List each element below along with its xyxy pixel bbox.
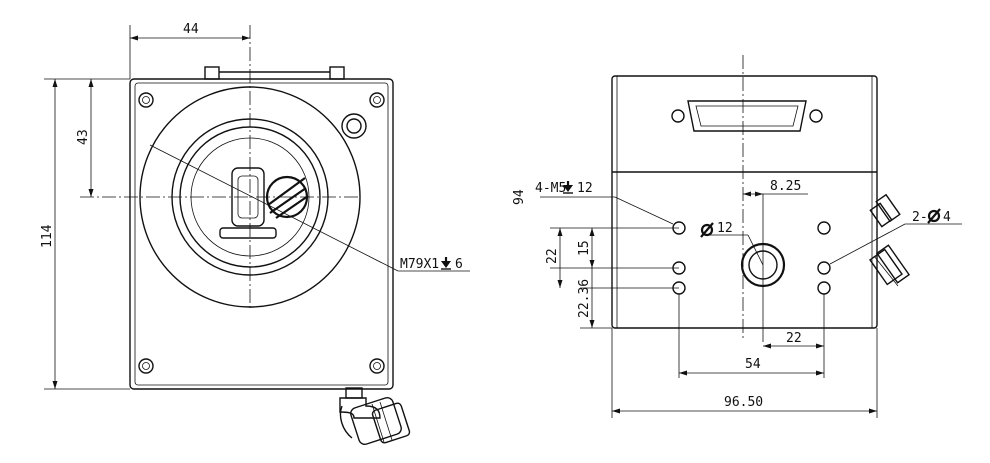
front-body-inner-edge bbox=[134, 82, 389, 386]
front-view: M79X1 6 44 43 114 bbox=[40, 22, 470, 446]
diameter-symbol-icon bbox=[927, 208, 941, 224]
tapped-holes-callout-text: 4-M5 bbox=[535, 181, 566, 196]
dim-44-text: 44 bbox=[183, 22, 199, 37]
back-view: 8.25 94 4-M5 12 12 bbox=[512, 55, 962, 418]
dim-h-54-text: 54 bbox=[745, 357, 761, 372]
sensor-base bbox=[219, 227, 277, 239]
corner-screw-bl bbox=[138, 358, 154, 374]
depth-symbol-icon bbox=[441, 257, 451, 270]
tapped-hole-br bbox=[817, 281, 831, 295]
dim-v-22-text: 22 bbox=[545, 248, 560, 264]
pin-holes-diameter-text: 4 bbox=[943, 210, 951, 225]
dim-94-text: 94 bbox=[512, 189, 527, 205]
callout-4-m5: 94 4-M5 12 bbox=[512, 181, 674, 225]
corner-screw-br bbox=[369, 358, 385, 374]
tapped-hole-tr bbox=[817, 221, 831, 235]
dim-44: 44 bbox=[129, 22, 250, 79]
dim-horizontal-group: 22 54 96.50 bbox=[611, 294, 878, 418]
dim-h-96-50-text: 96.50 bbox=[724, 395, 763, 410]
dim-8-25: 8.25 bbox=[743, 179, 808, 342]
side-fitting-upper bbox=[869, 193, 901, 228]
diameter-symbol-icon bbox=[700, 222, 714, 238]
center-hole-diameter-text: 12 bbox=[717, 221, 733, 236]
callout-center-hole: 12 bbox=[700, 221, 764, 266]
thread-callout-text: M79X1 bbox=[400, 257, 439, 272]
depth-symbol-icon bbox=[563, 181, 573, 194]
side-fitting-lower bbox=[869, 244, 911, 287]
db25-connector bbox=[671, 100, 823, 132]
callout-2-dia4: 2- 4 bbox=[829, 208, 962, 265]
top-tab-right bbox=[329, 66, 345, 80]
tapped-holes-depth-text: 12 bbox=[577, 181, 593, 196]
dim-43: 43 bbox=[76, 78, 130, 197]
dim-43-text: 43 bbox=[76, 129, 91, 145]
dim-114: 114 bbox=[40, 78, 130, 390]
front-body-outline bbox=[129, 78, 394, 390]
dim-8-25-text: 8.25 bbox=[770, 179, 801, 194]
shutter-blade bbox=[265, 175, 309, 219]
thread-depth-text: 6 bbox=[455, 257, 463, 272]
dim-h-22-text: 22 bbox=[786, 331, 802, 346]
elbow-fitting bbox=[339, 387, 411, 446]
thread-leader bbox=[149, 144, 399, 272]
adjust-knob bbox=[341, 113, 367, 139]
dim-v-15-text: 15 bbox=[577, 240, 592, 256]
dim-vertical-group: 22 15 22.36 bbox=[545, 227, 679, 329]
corner-screw-tr bbox=[369, 92, 385, 108]
dim-v-22-36-text: 22.36 bbox=[577, 279, 592, 318]
top-tab-left bbox=[204, 66, 220, 80]
pin-hole-mr bbox=[817, 261, 831, 275]
dim-114-text: 114 bbox=[40, 224, 55, 248]
back-body-outline bbox=[611, 75, 878, 329]
pin-holes-callout-text: 2- bbox=[912, 210, 928, 225]
corner-screw-tl bbox=[138, 92, 154, 108]
